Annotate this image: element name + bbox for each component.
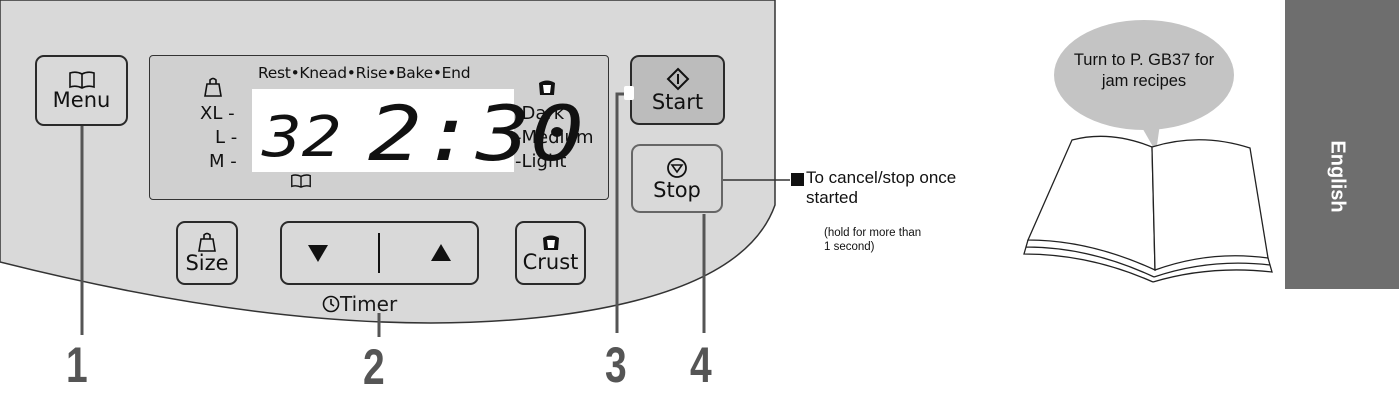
crust-icon bbox=[539, 80, 555, 95]
size-button-label: Size bbox=[185, 251, 229, 275]
stop-note-detail: (hold for more than 1 second) bbox=[824, 226, 921, 254]
down-arrow-icon[interactable] bbox=[307, 243, 329, 263]
timer-button-divider bbox=[378, 233, 381, 273]
note-square-bullet bbox=[791, 173, 804, 186]
timer-adjust-button[interactable] bbox=[280, 221, 479, 285]
stop-icon bbox=[667, 157, 687, 178]
stop-button[interactable]: Stop bbox=[631, 144, 723, 213]
crust-indicator-medium: -Medium bbox=[515, 127, 594, 148]
start-indicator-light bbox=[624, 86, 634, 100]
stop-note: To cancel/stop once started bbox=[806, 168, 956, 208]
speech-bubble-text: Turn to P. GB37 for jam recipes bbox=[1063, 50, 1225, 92]
timer-label: Timer bbox=[322, 292, 397, 316]
crust-button[interactable]: Crust bbox=[515, 221, 586, 285]
menu-button[interactable]: Menu bbox=[35, 55, 128, 126]
menu-number-readout: 32 bbox=[262, 105, 342, 170]
open-book-icon bbox=[1023, 135, 1273, 283]
timer-label-text: Timer bbox=[340, 292, 398, 316]
language-tab-label: English bbox=[1326, 140, 1349, 213]
loaf-size-icon bbox=[198, 232, 216, 252]
language-tab bbox=[1285, 0, 1399, 289]
speech-bubble bbox=[1054, 20, 1234, 130]
speech-bubble-line-1: Turn to P. GB37 for bbox=[1073, 51, 1215, 69]
start-icon bbox=[666, 67, 689, 91]
size-indicator-l: L - bbox=[215, 127, 238, 148]
start-button[interactable]: Start bbox=[630, 55, 725, 125]
baking-stages-label: Rest•Knead•Rise•Bake•End bbox=[258, 64, 471, 82]
stop-note-detail-line-2: 1 second) bbox=[824, 241, 875, 253]
callout-number-2: 2 bbox=[363, 339, 385, 395]
size-button[interactable]: Size bbox=[176, 221, 238, 285]
speech-bubble-line-2: jam recipes bbox=[1101, 72, 1187, 90]
stop-note-detail-line-1: (hold for more than bbox=[824, 227, 922, 239]
book-icon bbox=[68, 70, 95, 89]
stop-note-line-2: started bbox=[806, 188, 858, 207]
leader-line-3 bbox=[615, 92, 626, 333]
menu-book-indicator-icon bbox=[291, 174, 311, 188]
menu-button-label: Menu bbox=[52, 87, 111, 112]
clock-icon bbox=[322, 295, 340, 313]
callout-number-3: 3 bbox=[605, 337, 627, 393]
crust-indicator-dark: -Dark bbox=[515, 103, 565, 124]
loaf-size-icon bbox=[204, 77, 222, 97]
crust-indicator-light: -Light bbox=[515, 151, 567, 172]
time-readout: 2:30 bbox=[368, 89, 584, 178]
lcd-screen bbox=[252, 89, 514, 172]
size-indicator-xl: XL - bbox=[200, 103, 235, 124]
start-button-label: Start bbox=[651, 90, 704, 114]
callout-number-4: 4 bbox=[690, 337, 712, 393]
stop-button-label: Stop bbox=[653, 177, 701, 202]
crust-icon bbox=[542, 235, 559, 250]
callout-number-1: 1 bbox=[66, 337, 88, 393]
stop-note-line-1: To cancel/stop once bbox=[806, 168, 957, 187]
up-arrow-icon[interactable] bbox=[430, 243, 452, 263]
size-indicator-m: M - bbox=[209, 151, 237, 172]
crust-button-label: Crust bbox=[522, 250, 579, 274]
